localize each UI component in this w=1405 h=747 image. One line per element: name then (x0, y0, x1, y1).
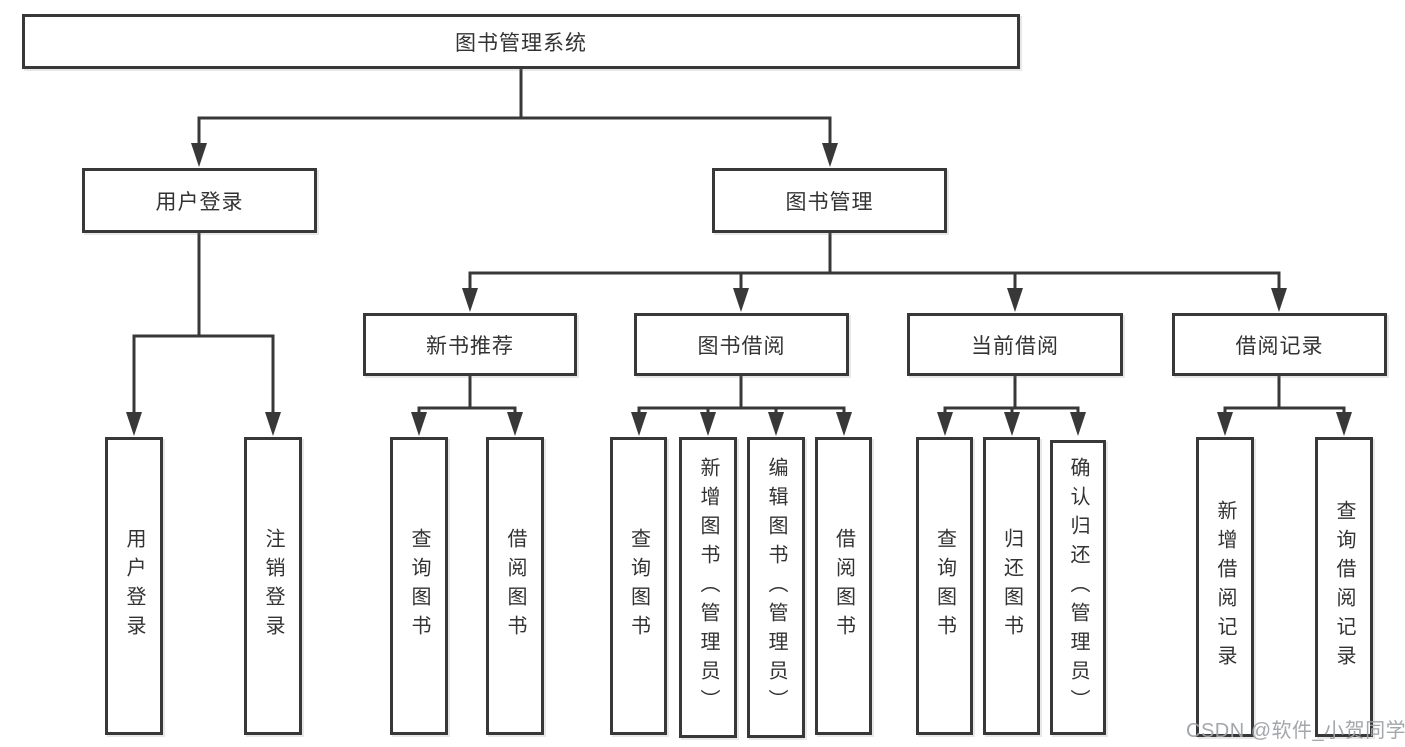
arrowhead-icon (265, 412, 281, 436)
node-label: 新增借阅记录 (1214, 500, 1236, 674)
arrowhead-icon (1070, 412, 1086, 436)
node-label: 借阅记录 (1235, 334, 1324, 358)
node-label: 图书借阅 (697, 334, 786, 358)
node-leaf-user-login: 用户登录 (105, 437, 163, 735)
connector-borrow-records-to-leaves (1217, 376, 1352, 436)
connector-user-login-to-leaves (126, 232, 281, 436)
arrowhead-icon (191, 143, 207, 167)
node-book-borrow: 图书借阅 (634, 313, 849, 376)
arrowhead-icon (1004, 412, 1020, 436)
connector-book-management-to-level3 (462, 232, 1287, 312)
csdn-watermark: CSDN @软件_小贺同学 (1186, 720, 1405, 742)
node-leaf-return-book: 归还图书 (983, 437, 1040, 735)
node-leaf-add-book-admin: 新增图书（管理员） (679, 437, 737, 738)
node-leaf-query-book-1: 查询图书 (390, 437, 448, 735)
arrowhead-icon (937, 412, 953, 436)
node-label: 确认归还（管理员） (1067, 457, 1089, 718)
arrowhead-icon (507, 412, 523, 436)
arrowhead-icon (768, 412, 784, 436)
node-label: 查询图书 (408, 528, 430, 644)
arrowhead-icon (1336, 412, 1352, 436)
arrowhead-icon (411, 412, 427, 436)
arrowhead-icon (1271, 288, 1287, 312)
node-label: 查询图书 (627, 528, 650, 644)
arrowhead-icon (822, 143, 838, 167)
connector-current-borrow-to-leaves (937, 376, 1086, 436)
node-leaf-edit-book-admin: 编辑图书（管理员） (747, 437, 805, 738)
arrowhead-icon (1007, 288, 1023, 312)
node-leaf-query-book-2: 查询图书 (610, 437, 667, 735)
arrowhead-icon (733, 288, 749, 312)
node-leaf-query-book-3: 查询图书 (916, 437, 973, 735)
node-library-system: 图书管理系统 (22, 14, 1020, 69)
arrowhead-icon (126, 412, 142, 436)
connector-book-borrow-to-leaves (631, 376, 852, 436)
node-label: 用户登录 (155, 190, 244, 214)
node-leaf-logout: 注销登录 (244, 437, 302, 735)
arrowhead-icon (700, 412, 716, 436)
node-leaf-borrow-book-2: 借阅图书 (815, 437, 872, 735)
node-leaf-confirm-return-admin: 确认归还（管理员） (1050, 440, 1106, 735)
node-label: 注销登录 (262, 528, 284, 644)
arrowhead-icon (836, 412, 852, 436)
node-label: 图书管理系统 (455, 31, 587, 55)
arrowhead-icon (1217, 412, 1233, 436)
node-label: 归还图书 (1000, 528, 1023, 644)
node-leaf-add-borrow-record: 新增借阅记录 (1196, 437, 1254, 737)
arrowhead-icon (631, 412, 647, 436)
node-label: 新书推荐 (426, 334, 514, 358)
node-leaf-borrow-book-1: 借阅图书 (486, 437, 544, 735)
node-label: 编辑图书（管理员） (765, 457, 787, 718)
node-label: 借阅图书 (832, 528, 855, 644)
connector-new-book-recommend-to-leaves (411, 376, 523, 436)
node-current-borrow: 当前借阅 (907, 313, 1123, 376)
node-user-login: 用户登录 (82, 168, 317, 233)
node-leaf-query-borrow-record: 查询借阅记录 (1315, 437, 1373, 737)
node-label: 新增图书（管理员） (697, 457, 719, 718)
node-borrow-records: 借阅记录 (1172, 313, 1387, 376)
connector-root-to-level2 (191, 68, 838, 167)
node-label: 图书管理 (785, 190, 874, 214)
node-label: 查询借阅记录 (1333, 500, 1355, 674)
node-label: 用户登录 (123, 528, 145, 644)
arrowhead-icon (462, 288, 478, 312)
node-label: 借阅图书 (504, 528, 526, 644)
node-label: 查询图书 (933, 528, 956, 644)
node-book-management: 图书管理 (712, 168, 947, 233)
node-label: 当前借阅 (971, 334, 1059, 358)
node-new-book-recommend: 新书推荐 (363, 313, 577, 376)
